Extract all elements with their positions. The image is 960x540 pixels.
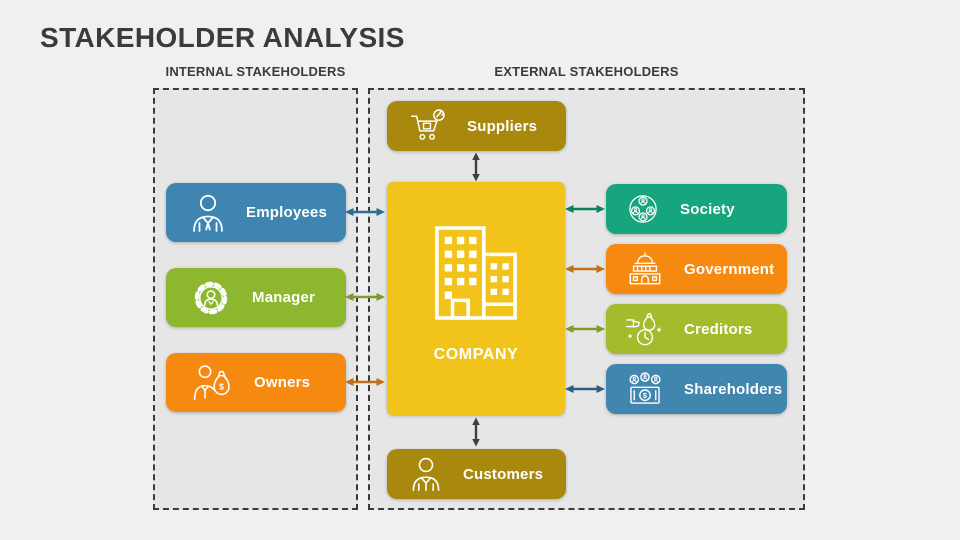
node-customers: Customers — [387, 449, 566, 499]
node-company: COMPANY — [387, 182, 565, 415]
node-label: Employees — [246, 204, 328, 221]
node-label: Owners — [254, 374, 311, 391]
node-label: Customers — [463, 465, 544, 483]
arrow-owners-company — [344, 376, 386, 388]
external-section-label: EXTERNAL STAKEHOLDERS — [494, 64, 679, 79]
node-employees: Employees — [166, 183, 346, 242]
node-suppliers: Suppliers — [387, 101, 566, 151]
employee-person-icon — [191, 193, 225, 233]
internal-section-label: INTERNAL STAKEHOLDERS — [165, 64, 346, 79]
supplier-cart-icon — [410, 109, 446, 143]
arrow-company-shareholders — [564, 383, 606, 395]
arrow-company-creditors — [564, 323, 606, 335]
node-manager: Manager — [166, 268, 346, 327]
arrow-manager-company — [344, 291, 386, 303]
node-label: Shareholders — [684, 380, 783, 398]
company-label: COMPANY — [433, 346, 519, 363]
node-label: Suppliers — [467, 117, 538, 135]
svg-text:$: $ — [643, 391, 648, 400]
node-label: Government — [684, 260, 775, 278]
customer-person-icon — [410, 456, 442, 492]
manager-gear-person-icon — [191, 278, 231, 318]
node-label: Society — [680, 200, 735, 218]
node-society: Society — [606, 184, 787, 234]
arrow-company-customers — [470, 417, 482, 447]
node-creditors: Creditors — [606, 304, 787, 354]
creditor-loan-time-icon — [625, 310, 665, 348]
arrow-company-society — [564, 203, 606, 215]
society-community-icon — [625, 191, 661, 227]
node-government: Government — [606, 244, 787, 294]
node-owners: $ Owners — [166, 353, 346, 412]
node-shareholders: $ Shareholders — [606, 364, 787, 414]
arrow-employees-company — [344, 206, 386, 218]
svg-text:$: $ — [219, 381, 224, 391]
company-building-icon — [433, 224, 519, 322]
government-building-icon — [625, 251, 665, 287]
node-label: Creditors — [684, 320, 753, 338]
shareholders-investment-icon: $ — [625, 370, 665, 408]
arrow-company-government — [564, 263, 606, 275]
arrow-suppliers-company — [470, 152, 482, 182]
node-label: Manager — [252, 289, 316, 306]
page-title: STAKEHOLDER ANALYSIS — [40, 22, 405, 53]
owner-money-bag-icon: $ — [191, 363, 233, 403]
